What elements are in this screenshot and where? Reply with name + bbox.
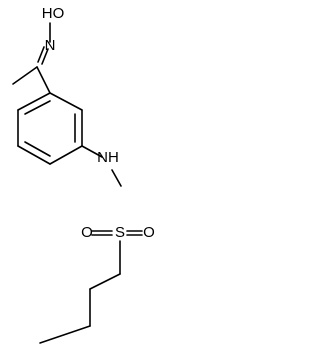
ring-bond-top-right	[49, 92, 83, 111]
bond-c-ring	[36, 66, 51, 94]
ring-bond-bottom-right	[49, 145, 83, 165]
bond-c1-c2	[89, 273, 121, 290]
molecule-diagram: HO N NH O S O	[12, 5, 155, 344]
bond-ring-nh	[81, 145, 103, 158]
atom-label-oxime-ho: HO	[42, 5, 65, 22]
atom-label-sulfonyl-o-right: O	[143, 224, 155, 241]
ring-bond-bottom-left-inner	[24, 141, 51, 157]
ring-bond-bottom-left	[17, 145, 51, 165]
ring-bond-top-left-inner	[24, 100, 51, 115]
bond-c3-c4	[39, 325, 91, 344]
atom-label-oxime-n: N	[45, 37, 56, 54]
atom-label-sulfonyl-o-left: O	[81, 224, 93, 241]
bond-n-c-double-1	[37, 46, 45, 63]
ring-bond-top-left	[17, 92, 51, 111]
bond-nh-s	[111, 169, 122, 187]
bond-n-c-double-2	[41, 48, 49, 65]
bond-c-methyl	[12, 66, 38, 85]
atom-label-nh: NH	[97, 149, 119, 166]
atom-label-sulfonyl-s: S	[115, 224, 125, 241]
